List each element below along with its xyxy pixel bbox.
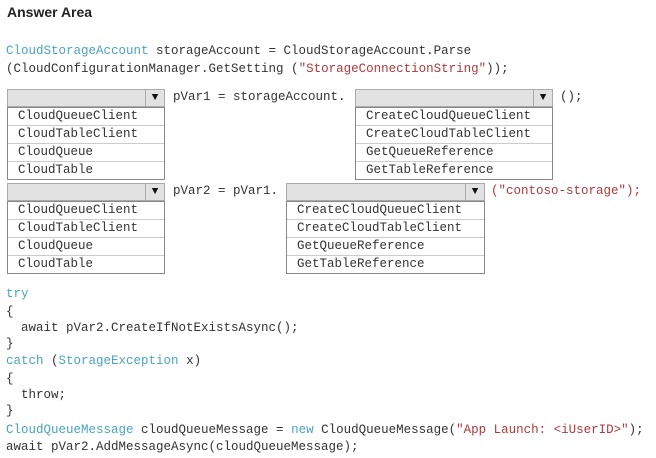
code-text: cloudQueueMessage = bbox=[133, 423, 292, 437]
pvar2-type-dropdown[interactable]: ▼ bbox=[7, 183, 165, 201]
option-item[interactable]: CreateCloudQueueClient bbox=[287, 202, 484, 220]
code-line-catch: catch (StorageException x) bbox=[6, 354, 201, 368]
option-item[interactable]: CloudQueue bbox=[8, 144, 164, 162]
chevron-down-icon[interactable]: ▼ bbox=[145, 90, 164, 106]
option-item[interactable]: GetQueueReference bbox=[356, 144, 552, 162]
chevron-down-icon[interactable]: ▼ bbox=[533, 90, 552, 106]
option-item[interactable]: CloudTable bbox=[18, 257, 94, 271]
code-text: await pVar2.CreateIfNotExistsAsync(); bbox=[6, 321, 299, 335]
keyword-try: try bbox=[6, 287, 29, 301]
option-item[interactable]: CloudTable bbox=[18, 163, 94, 177]
chevron-down-icon[interactable]: ▼ bbox=[465, 184, 484, 200]
code-text: (); bbox=[560, 90, 583, 104]
code-text: ); bbox=[628, 423, 644, 437]
code-text: pVar1 = storageAccount. bbox=[173, 90, 346, 104]
option-item[interactable]: CloudQueueClient bbox=[8, 202, 164, 220]
option-item[interactable]: CloudTableClient bbox=[8, 220, 164, 238]
pvar2-method-options: CreateCloudQueueClient CreateCloudTableC… bbox=[286, 201, 485, 274]
option-item[interactable]: CloudQueue bbox=[8, 238, 164, 256]
code-text: { bbox=[6, 372, 14, 386]
type-name: CloudStorageAccount bbox=[6, 44, 149, 58]
option-item[interactable]: GetTableReference bbox=[366, 163, 494, 177]
pvar1-method-options: CreateCloudQueueClient CreateCloudTableC… bbox=[355, 107, 553, 180]
code-text: } bbox=[6, 404, 14, 418]
pvar2-type-options: CloudQueueClient CloudTableClient CloudQ… bbox=[7, 201, 165, 274]
code-text: CloudQueueMessage( bbox=[313, 423, 457, 437]
code-line-1: CloudStorageAccount storageAccount = Clo… bbox=[6, 44, 471, 58]
keyword-new: new bbox=[291, 423, 314, 437]
code-text: { bbox=[6, 305, 14, 319]
code-text: ( bbox=[43, 354, 59, 368]
chevron-down-icon[interactable]: ▼ bbox=[145, 184, 164, 200]
option-item[interactable]: GetTableReference bbox=[297, 257, 425, 271]
option-item[interactable]: CreateCloudTableClient bbox=[287, 220, 484, 238]
code-text: await pVar2.AddMessageAsync(cloudQueueMe… bbox=[6, 440, 359, 454]
option-item[interactable]: CreateCloudTableClient bbox=[356, 126, 552, 144]
option-item[interactable]: CloudQueueClient bbox=[8, 108, 164, 126]
option-item[interactable]: GetQueueReference bbox=[287, 238, 484, 256]
string-literal: ("contoso-storage"); bbox=[491, 184, 642, 198]
type-name: StorageException bbox=[58, 354, 179, 368]
pvar1-method-dropdown[interactable]: ▼ bbox=[355, 89, 553, 107]
pvar1-type-options: CloudQueueClient CloudTableClient CloudQ… bbox=[7, 107, 165, 180]
option-item[interactable]: CreateCloudQueueClient bbox=[356, 108, 552, 126]
pvar2-method-dropdown[interactable]: ▼ bbox=[286, 183, 485, 201]
code-text: } bbox=[6, 337, 14, 351]
pvar1-type-dropdown[interactable]: ▼ bbox=[7, 89, 165, 107]
code-text: storageAccount = CloudStorageAccount.Par… bbox=[148, 44, 472, 58]
string-literal: "App Launch: <iUserID>" bbox=[456, 423, 629, 437]
string-literal: "StorageConnectionString" bbox=[298, 62, 487, 76]
code-line-message: CloudQueueMessage cloudQueueMessage = ne… bbox=[6, 423, 644, 437]
code-line-2: (CloudConfigurationManager.GetSetting ("… bbox=[6, 62, 509, 76]
type-name: CloudQueueMessage bbox=[6, 423, 134, 437]
code-text: x) bbox=[178, 354, 202, 368]
option-item[interactable]: CloudTableClient bbox=[8, 126, 164, 144]
keyword-catch: catch bbox=[6, 354, 44, 368]
code-text: (CloudConfigurationManager.GetSetting ( bbox=[6, 62, 299, 76]
code-text: pVar2 = pVar1. bbox=[173, 184, 279, 198]
code-text: throw; bbox=[6, 388, 67, 402]
code-text: )); bbox=[486, 62, 509, 76]
answer-area-title: Answer Area bbox=[7, 4, 93, 20]
